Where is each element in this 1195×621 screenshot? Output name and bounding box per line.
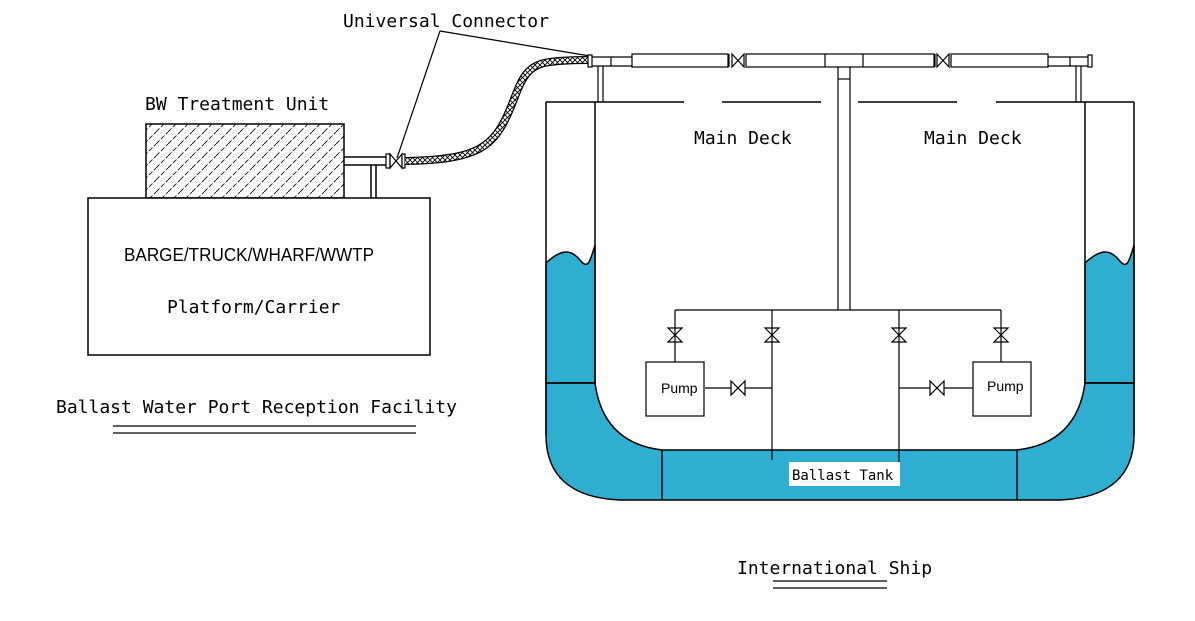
bw-treatment-unit	[145, 123, 345, 199]
deck-valve-right-icon	[934, 52, 950, 69]
platform-carrier-label: Platform/Carrier	[167, 297, 341, 318]
pump-right: Pump	[972, 361, 1032, 417]
universal-connector-label: Universal Connector	[343, 11, 549, 32]
outlet-pipe	[344, 153, 391, 198]
ballast-water	[545, 244, 1135, 501]
pump-left: Pump	[645, 361, 705, 417]
bw-treatment-unit-label: BW Treatment Unit	[145, 94, 329, 115]
valve-icon	[992, 327, 1010, 343]
deck-valve-left-icon	[728, 52, 745, 69]
ship-hull	[545, 101, 1135, 500]
main-deck-right-label: Main Deck	[924, 128, 1022, 149]
connector-valve-left-icon	[389, 152, 403, 170]
platform-carrier-box	[87, 197, 431, 356]
ballast-tank-label: Ballast Tank	[792, 468, 894, 484]
universal-connector-leaders	[396, 30, 591, 159]
main-deck-left-label: Main Deck	[694, 128, 792, 149]
valve-icon	[666, 327, 684, 343]
platform-types-label: BARGE/TRUCK/WHARF/WWTP	[124, 245, 374, 265]
facility-caption: Ballast Water Port Reception Facility	[56, 397, 457, 418]
distribution-manifold	[674, 309, 1002, 463]
pump-left-label: Pump	[661, 380, 698, 396]
flexible-hose	[404, 56, 591, 165]
deck-pipeline	[587, 53, 1093, 310]
valve-icon	[730, 379, 746, 397]
pump-right-label: Pump	[987, 378, 1024, 394]
valve-icon	[929, 379, 945, 397]
valve-icon	[763, 327, 781, 343]
ballast-tank-label-bg	[789, 462, 900, 486]
ship-caption: International Ship	[737, 558, 932, 579]
valve-icon	[890, 327, 908, 343]
